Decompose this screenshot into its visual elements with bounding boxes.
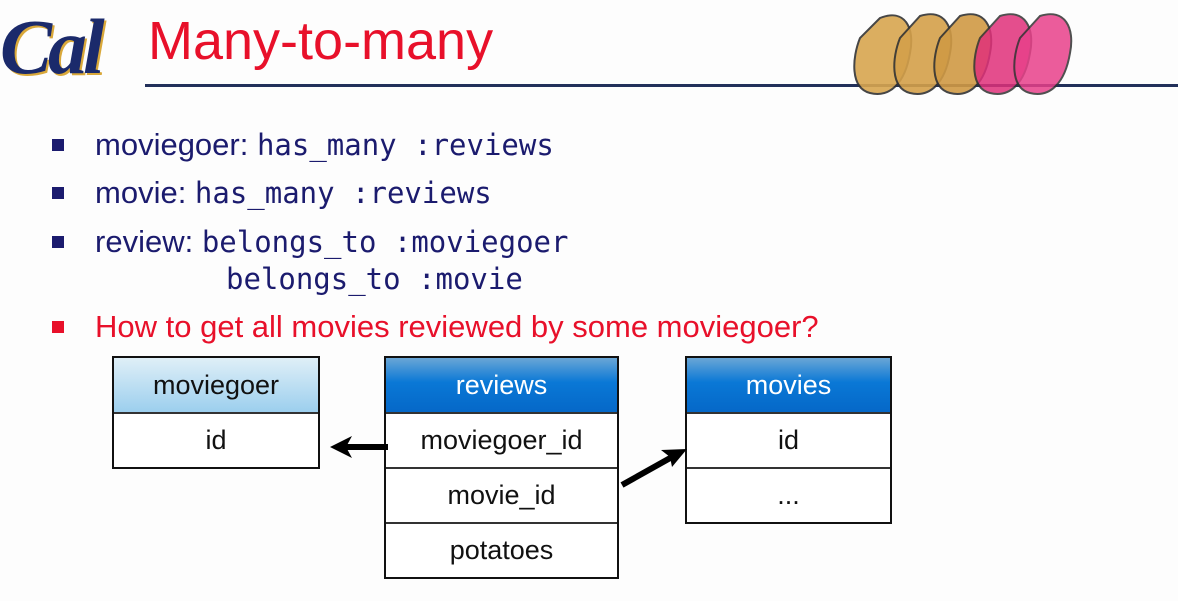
table-row: moviegoer_id [386,414,617,469]
table-header: movies [687,358,890,414]
bullet-marker [52,321,64,333]
bullet-marker [52,139,64,151]
table-moviegoer: moviegoer id [112,356,320,469]
bullet-code-line2: belongs_to :movie [226,262,523,296]
bullet-movie: movie: has_many :reviews [95,175,492,211]
title-divider [145,84,1178,87]
bullet-label: moviegoer: [95,127,257,162]
bullet-code: has_many :reviews [256,128,554,162]
bullet-code: belongs_to :moviegoer [201,225,569,259]
slide-title: Many-to-many [148,11,494,71]
table-row: potatoes [449,535,554,565]
bullet-marker [52,187,64,199]
cal-logo: Cal [0,3,105,90]
table-header: reviews [386,358,617,414]
bullet-code: has_many :reviews [194,176,492,210]
table-reviews: reviews moviegoer_id movie_id potatoes [384,356,619,579]
table-row: movie_id [386,469,617,524]
potatoes-icon [853,13,1073,95]
bullet-question: How to get all movies reviewed by some m… [95,309,819,344]
arrow-movie-fk [620,449,687,488]
table-row: ... [777,480,800,510]
bullet-moviegoer: moviegoer: has_many :reviews [95,127,554,163]
table-row: id [205,425,227,455]
bullet-marker [52,236,64,248]
bullet-label: review: [95,224,202,259]
table-header: moviegoer [114,358,318,414]
arrow-moviegoer-fk [330,436,388,458]
table-row: id [687,414,890,469]
bullet-label: movie: [95,175,195,210]
table-movies: movies id ... [685,356,892,524]
bullet-review: review: belongs_to :moviegoer [95,224,568,260]
